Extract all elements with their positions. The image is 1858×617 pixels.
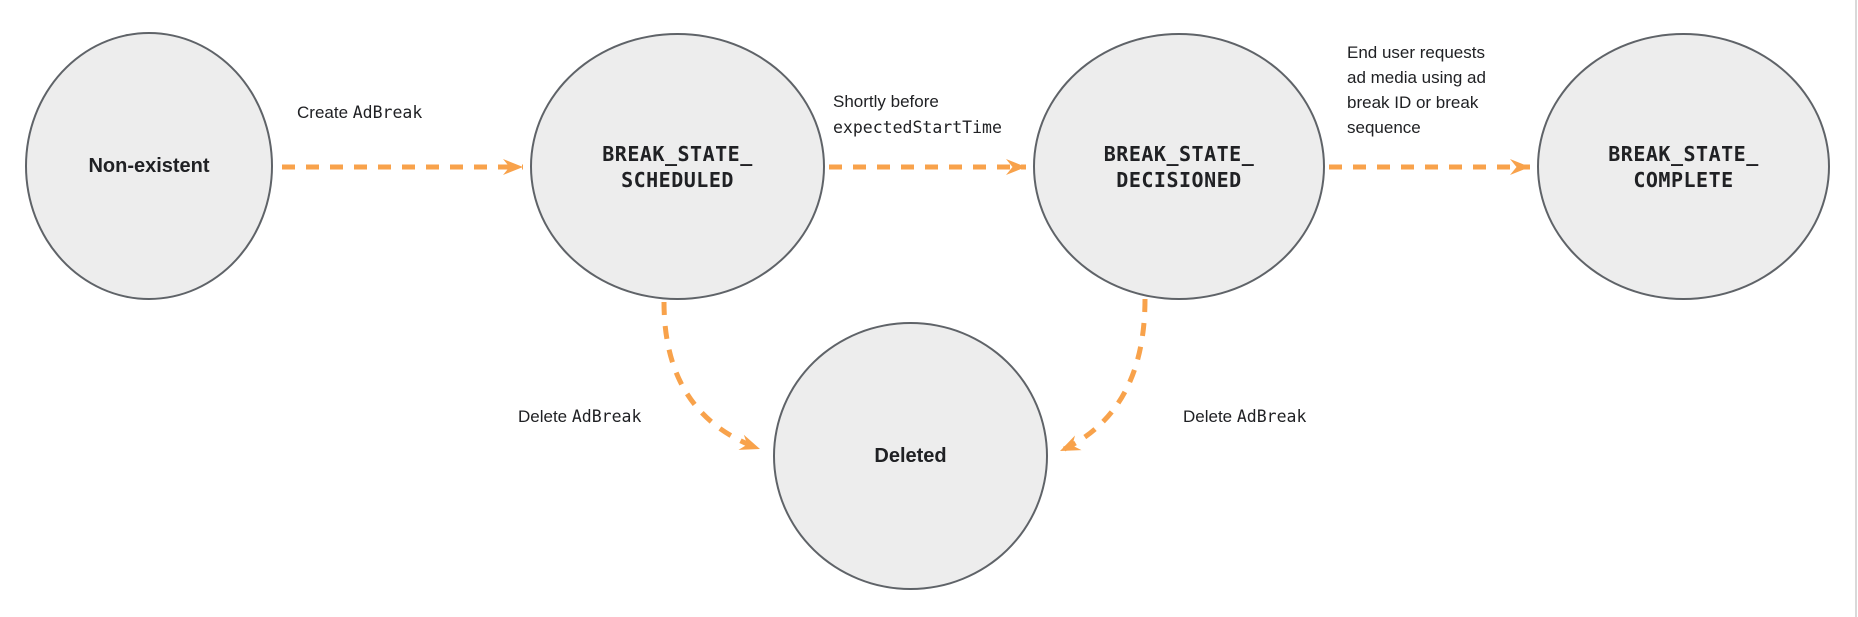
edge-label-delete-adbreak-right-plain: Delete bbox=[1183, 407, 1237, 426]
edge-label-shortly-before-code: expectedStartTime bbox=[833, 118, 1002, 137]
edge-label-create-adbreak-plain: Create bbox=[297, 103, 353, 122]
node-break-state-complete-label: BREAK_STATE_ COMPLETE bbox=[1608, 141, 1759, 192]
edge-delete-adbreak-right-arrow bbox=[1058, 298, 1148, 454]
node-break-state-scheduled-label: BREAK_STATE_ SCHEDULED bbox=[602, 141, 753, 192]
node-non-existent: Non-existent bbox=[25, 32, 273, 300]
edge-label-shortly-before: Shortly before expectedStartTime bbox=[833, 89, 1002, 141]
node-deleted-label: Deleted bbox=[874, 445, 947, 467]
page-edge-divider bbox=[1855, 0, 1857, 617]
node-break-state-decisioned-label: BREAK_STATE_ DECISIONED bbox=[1103, 141, 1255, 192]
edge-delete-adbreak-left-arrow bbox=[661, 301, 761, 452]
edge-label-delete-adbreak-right: Delete AdBreak bbox=[1183, 404, 1306, 430]
edge-label-delete-adbreak-left-plain: Delete bbox=[518, 407, 572, 426]
edge-label-delete-adbreak-right-code: AdBreak bbox=[1236, 407, 1307, 426]
node-deleted: Deleted bbox=[773, 322, 1048, 590]
edge-label-delete-adbreak-left: Delete AdBreak bbox=[518, 404, 641, 430]
node-non-existent-label: Non-existent bbox=[88, 155, 210, 177]
edge-label-shortly-before-plain: Shortly before bbox=[833, 92, 939, 111]
node-break-state-decisioned: BREAK_STATE_ DECISIONED bbox=[1033, 33, 1325, 300]
node-break-state-complete: BREAK_STATE_ COMPLETE bbox=[1537, 33, 1830, 300]
node-break-state-scheduled: BREAK_STATE_ SCHEDULED bbox=[530, 33, 825, 300]
edge-label-delete-adbreak-left-code: AdBreak bbox=[571, 407, 642, 426]
edge-label-create-adbreak: Create AdBreak bbox=[297, 100, 422, 126]
edge-label-create-adbreak-code: AdBreak bbox=[352, 103, 423, 122]
edge-label-end-user-requests: End user requests ad media using ad brea… bbox=[1347, 43, 1486, 137]
